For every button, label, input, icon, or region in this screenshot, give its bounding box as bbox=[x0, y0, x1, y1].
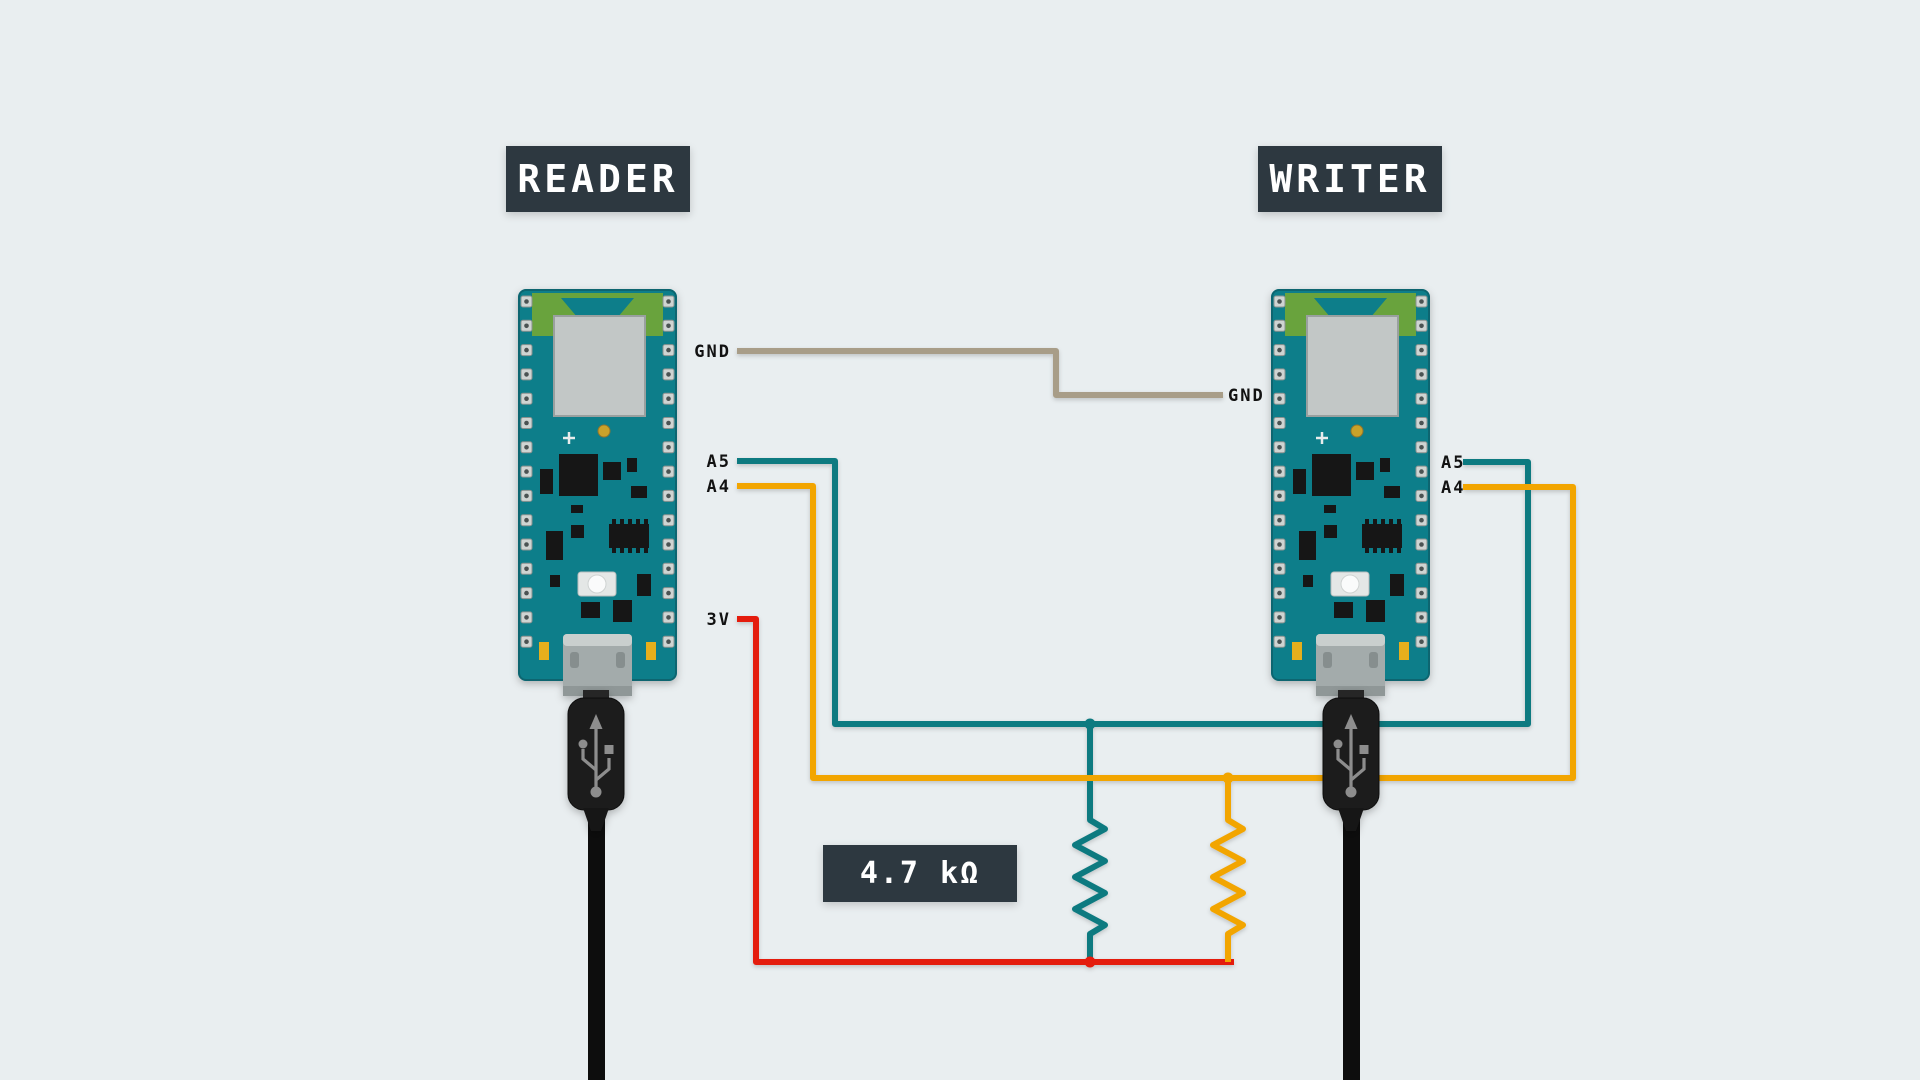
writer-pin-label-gnd: GND bbox=[1228, 386, 1265, 406]
writer-pin-label-a5: A5 bbox=[1441, 453, 1465, 473]
reader-board bbox=[517, 288, 678, 698]
reader-pin-label-3v: 3V bbox=[707, 610, 731, 630]
reader-pin-label-a4: A4 bbox=[707, 477, 731, 497]
wire-3v-power bbox=[737, 616, 1234, 965]
pullup-resistor-a5 bbox=[1072, 724, 1108, 962]
writer-usb-cable bbox=[1343, 818, 1360, 1080]
pullup-resistor-a4 bbox=[1210, 778, 1246, 962]
wire-gnd bbox=[737, 348, 1223, 398]
reader-pin-label-gnd: GND bbox=[694, 342, 731, 362]
wires bbox=[737, 348, 1576, 968]
reader-title-label: READER bbox=[506, 146, 690, 212]
writer-usb-plug bbox=[1321, 688, 1381, 833]
writer-board bbox=[1270, 288, 1431, 698]
junction-dot-3v bbox=[1084, 956, 1096, 968]
reader-pin-label-a5: A5 bbox=[707, 452, 731, 472]
junction-dot-a4 bbox=[1222, 772, 1234, 784]
reader-usb-plug bbox=[566, 688, 626, 833]
writer-pin-label-a4: A4 bbox=[1441, 478, 1465, 498]
wire-a5-scl bbox=[737, 458, 1531, 727]
wire-a4-sda bbox=[737, 483, 1576, 781]
resistor-value-label: 4.7 kΩ bbox=[823, 845, 1017, 902]
writer-title-label: WRITER bbox=[1258, 146, 1442, 212]
reader-usb-cable bbox=[588, 818, 605, 1080]
junction-dot-a5 bbox=[1084, 718, 1096, 730]
